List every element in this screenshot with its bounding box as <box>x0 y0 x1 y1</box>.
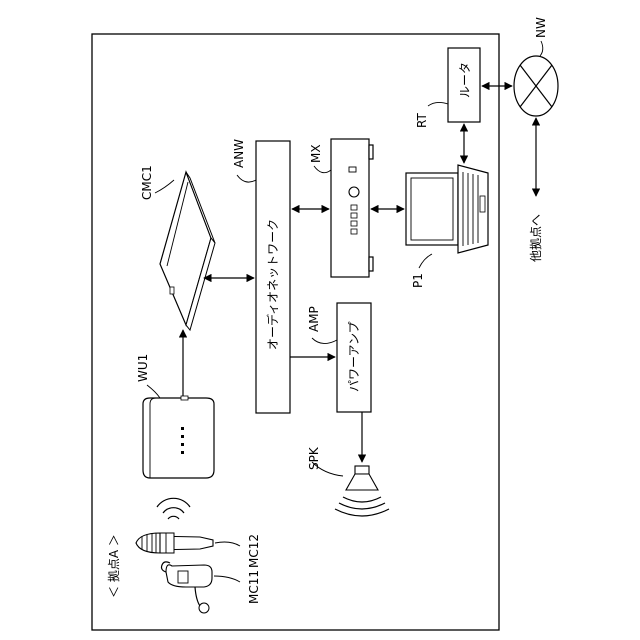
label-wu1: WU1 <box>136 354 150 382</box>
leader-mc11 <box>214 576 240 582</box>
leader-wu1 <box>147 385 160 398</box>
power-amp: パワーアンプ <box>337 303 371 412</box>
router-text: ルータ <box>458 62 472 98</box>
lavalier-mic <box>162 562 213 613</box>
leader-mx <box>314 166 331 173</box>
label-rt: RT <box>415 113 429 128</box>
label-p1: P1 <box>411 273 425 288</box>
leader-anw <box>237 175 256 182</box>
label-anw: ANW <box>232 139 246 168</box>
pc-laptop <box>406 165 488 253</box>
label-mc11: MC11 <box>247 570 261 604</box>
label-nw: NW <box>534 17 548 38</box>
site-a-label: ＜ 拠点A ＞ <box>107 534 121 598</box>
leader-cmc1 <box>155 180 174 193</box>
cmc1-device <box>160 172 215 330</box>
speaker-icon <box>335 466 389 516</box>
label-mc12: MC12 <box>247 534 261 568</box>
power-amp-text: パワーアンプ <box>347 321 361 392</box>
mixer-device <box>331 139 373 277</box>
label-spk: SPK <box>307 446 321 470</box>
wireless-unit <box>143 396 214 478</box>
radio-waves-icon <box>157 498 190 519</box>
audio-network: オーディオネットワーク <box>256 141 290 413</box>
leader-nw <box>540 41 543 56</box>
external-network <box>514 56 558 116</box>
label-amp: AMP <box>307 306 321 332</box>
router: ルータ <box>448 48 480 122</box>
leader-rt <box>428 102 448 106</box>
leader-amp <box>312 338 337 344</box>
leader-mc12 <box>215 542 240 546</box>
label-mx: MX <box>309 144 323 163</box>
handheld-mic <box>136 533 213 553</box>
label-other-site: 他拠点へ <box>529 214 543 262</box>
leader-p1 <box>419 254 432 268</box>
audio-network-text: オーディオネットワーク <box>265 219 280 350</box>
label-cmc1: CMC1 <box>140 165 154 200</box>
